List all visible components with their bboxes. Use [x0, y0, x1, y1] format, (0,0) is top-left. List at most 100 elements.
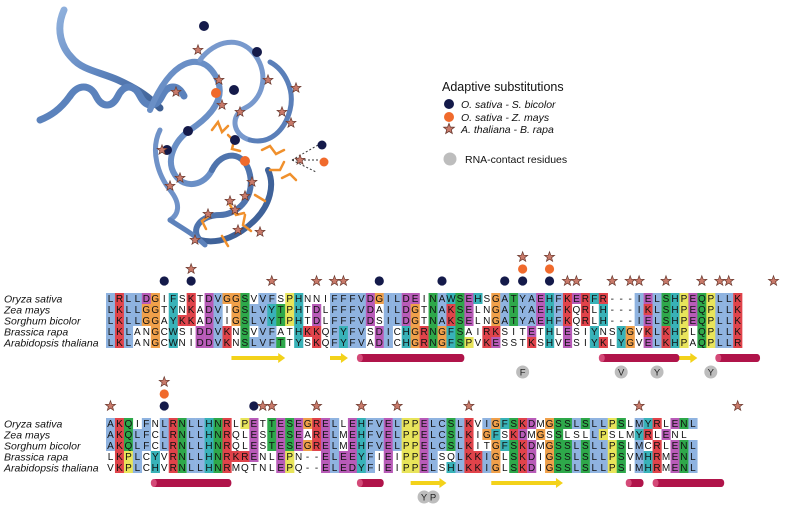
residue-cell: [545, 451, 555, 462]
residue-letter: S: [501, 430, 508, 441]
residue-letter: K: [116, 305, 123, 316]
residue-cell: [240, 451, 250, 462]
residue-cell: [213, 304, 223, 315]
residue-cell: [374, 429, 384, 440]
residue-cell: [562, 418, 573, 429]
residue-letter: S: [483, 294, 490, 305]
residue-cell: [106, 418, 116, 429]
residue-cell: [554, 440, 564, 451]
residue-cell: [437, 326, 447, 337]
residue-letter: P: [707, 327, 714, 338]
structure-star-marker: [224, 194, 236, 207]
residue-letter: C: [438, 430, 445, 441]
residue-letter: R: [223, 419, 230, 430]
residue-cell: [132, 293, 143, 304]
residue-letter: Y: [295, 338, 302, 349]
residue-cell: [616, 462, 626, 473]
residue-letter: F: [367, 419, 373, 430]
residue-letter: N: [214, 419, 221, 430]
residue-letter: A: [528, 294, 535, 305]
adaptive-circle-navy: [249, 401, 259, 411]
residue-letter: H: [295, 294, 302, 305]
residue-cell: [589, 462, 599, 473]
residue-cell: [106, 293, 116, 304]
residue-cell: [482, 451, 492, 462]
residue-letter: G: [232, 305, 240, 316]
residue-letter: -: [620, 316, 623, 327]
residue-letter: L: [332, 452, 338, 463]
residue-cell: [527, 293, 537, 304]
alpha-helix-cap: [356, 354, 363, 362]
residue-letter: R: [483, 327, 490, 338]
residue-cell: [338, 315, 349, 326]
residue-letter: P: [286, 316, 293, 327]
residue-letter: T: [511, 294, 517, 305]
residue-letter: E: [645, 316, 652, 327]
residue-letter: E: [322, 452, 329, 463]
residue-cell: [365, 315, 375, 326]
adaptive-star-marker: [516, 250, 529, 263]
alpha-helix-cylinder: [359, 479, 381, 487]
residue-cell: [186, 293, 196, 304]
residue-cell: [455, 440, 465, 451]
residue-cell: [347, 304, 358, 315]
residue-cell: [491, 293, 501, 304]
residue-cell: [330, 337, 340, 348]
residue-letter: C: [394, 327, 401, 338]
residue-letter: D: [403, 316, 410, 327]
residue-cell: [123, 337, 134, 348]
residue-letter: H: [671, 305, 678, 316]
residue-letter: D: [367, 294, 374, 305]
residue-letter: N: [671, 430, 678, 441]
residue-cell: [697, 293, 707, 304]
residue-cell: [312, 315, 322, 326]
residue-cell: [419, 451, 429, 462]
residue-cell: [258, 315, 268, 326]
residue-cell: [536, 429, 546, 440]
residue-letter: V: [259, 294, 266, 305]
residue-cell: [634, 304, 644, 315]
residue-letter: L: [161, 441, 167, 452]
residue-cell: [643, 451, 653, 462]
residue-letter: L: [394, 419, 400, 430]
residue-letter: R: [223, 452, 230, 463]
residue-letter: H: [295, 316, 302, 327]
residue-letter: F: [367, 430, 373, 441]
residue-letter: L: [717, 305, 723, 316]
residue-cell: [437, 337, 447, 348]
residue-cell: [589, 293, 599, 304]
residue-letter: I: [190, 338, 193, 349]
residue-cell: [276, 429, 286, 440]
residue-letter: A: [501, 305, 508, 316]
residue-cell: [661, 337, 671, 348]
residue-letter: K: [304, 327, 311, 338]
residue-cell: [222, 418, 232, 429]
residue-letter: L: [627, 419, 633, 430]
residue-letter: L: [717, 338, 723, 349]
residue-cell: [509, 462, 519, 473]
residue-cell: [186, 440, 196, 451]
residue-letter: V: [215, 305, 222, 316]
residue-letter: Q: [232, 441, 240, 452]
residue-letter: W: [168, 327, 178, 338]
residue-cell: [213, 440, 223, 451]
residue-letter: T: [421, 316, 427, 327]
rna-contact-letter: V: [618, 367, 625, 378]
residue-cell: [715, 337, 725, 348]
residue-cell: [410, 326, 420, 337]
legend-item-sativa-mays: O. sativa - Z. mays: [444, 112, 550, 124]
residue-cell: [607, 440, 617, 451]
residue-cell: [715, 315, 725, 326]
residue-letter: L: [197, 463, 203, 474]
residue-letter: S: [259, 430, 266, 441]
residue-cell: [141, 304, 151, 315]
structure-star-marker: [239, 189, 251, 202]
residue-letter: K: [564, 316, 571, 327]
residue-cell: [419, 440, 429, 451]
residue-cell: [554, 418, 564, 429]
residue-letter: T: [269, 430, 275, 441]
residue-cell: [321, 418, 331, 429]
residue-letter: E: [295, 419, 302, 430]
